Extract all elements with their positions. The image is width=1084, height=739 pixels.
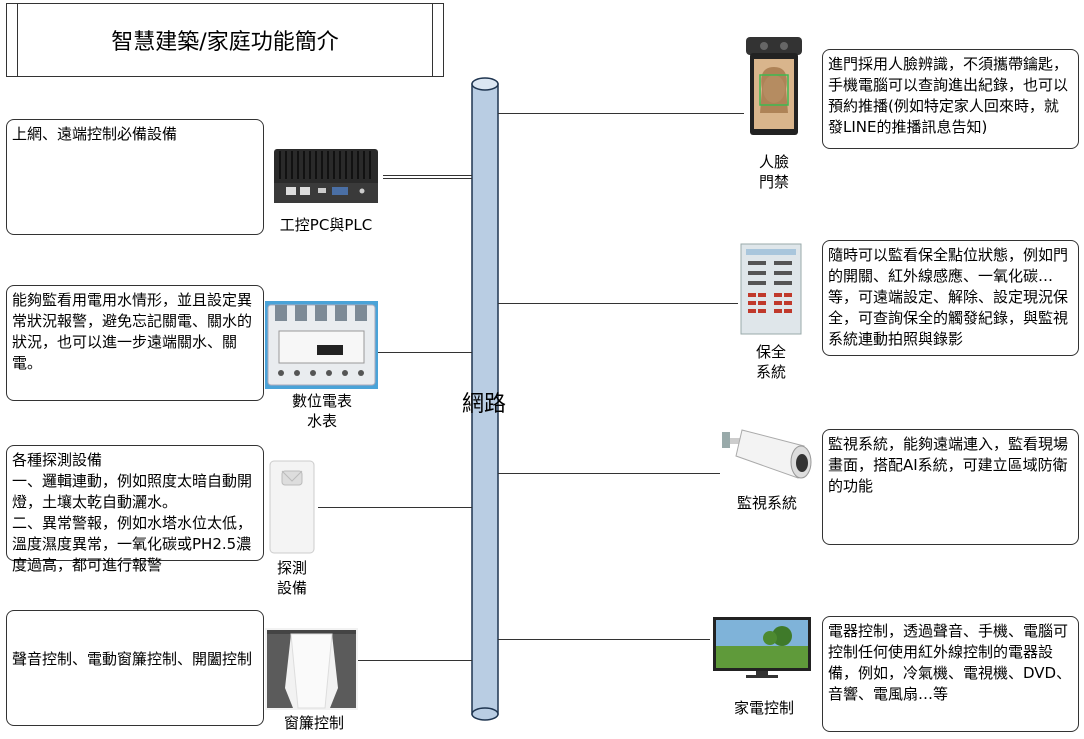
- industrial-pc-icon: [270, 143, 382, 209]
- connector-line: [318, 507, 472, 508]
- connector-line: [383, 178, 472, 179]
- connector-line: [358, 660, 472, 661]
- device-caption: 保全 系統: [755, 343, 786, 381]
- connector-line: [498, 473, 720, 474]
- device-caption: 家電控制: [733, 699, 794, 717]
- description-box: 聲音控制、電動窗簾控制、開闔控制: [6, 610, 264, 726]
- connector-line: [383, 175, 472, 176]
- device-caption: 窗簾控制: [283, 714, 344, 732]
- network-label: 網路: [462, 392, 507, 417]
- connector-line: [498, 639, 710, 640]
- description-box: 電器控制，透過聲音、手機、電腦可控制任何使用紅外線控制的電器設備，例如，冷氣機、…: [822, 616, 1079, 732]
- connector-line: [498, 303, 738, 304]
- title-frame: 智慧建築/家庭功能簡介: [6, 3, 444, 77]
- motion-sensor-icon: [268, 459, 316, 555]
- cctv-camera-icon: [722, 426, 814, 488]
- page-title: 智慧建築/家庭功能簡介: [17, 4, 433, 76]
- device-caption: 監視系統: [736, 494, 797, 512]
- description-box: 能夠監看用電用水情形，並且設定異常狀況報警，避免忘記關電、關水的狀況，也可以進一…: [6, 285, 264, 401]
- tv-monitor-icon: [712, 616, 812, 680]
- curtain-icon: [265, 628, 358, 710]
- network-pipe: [470, 76, 500, 722]
- digital-meter-icon: [265, 301, 378, 389]
- description-box: 監視系統，能夠遠端連入，監看現場畫面，搭配AI系統，可建立區域防衛的功能: [822, 429, 1079, 545]
- connector-line: [378, 352, 472, 353]
- device-caption: 數位電表 水表: [291, 392, 352, 430]
- security-panel-icon: [740, 243, 802, 335]
- connector-line: [498, 113, 744, 114]
- device-caption: 工控PC與PLC: [279, 216, 373, 234]
- device-caption: 探測 設備: [276, 559, 307, 597]
- description-box: 上網、遠端控制必備設備: [6, 119, 264, 235]
- face-recognition-terminal-icon: [744, 33, 804, 137]
- description-box: 各種探測設備 一、邏輯連動，例如照度太暗自動開燈，土壤太乾自動灑水。 二、異常警…: [6, 445, 264, 574]
- description-box: 隨時可以監看保全點位狀態，例如門的開關、紅外線感應、一氧化碳…等，可遠端設定、解…: [822, 240, 1079, 356]
- description-box: 進門採用人臉辨識，不須攜帶鑰匙，手機電腦可以查詢進出紀錄，也可以預約推播(例如特…: [822, 49, 1079, 149]
- device-caption: 人臉 門禁: [758, 153, 789, 191]
